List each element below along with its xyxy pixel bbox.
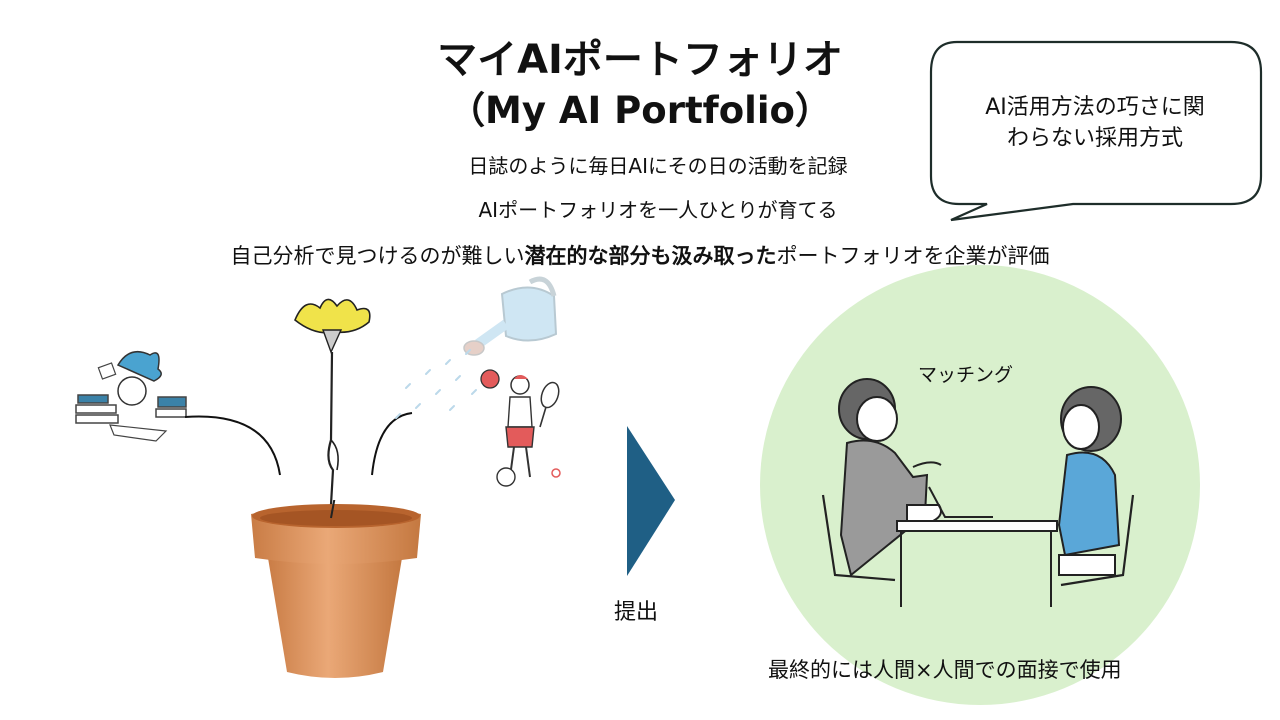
description-line-3: 自己分析で見つけるのが難しい潜在的な部分も汲み取ったポートフォリオを企業が評価 bbox=[0, 240, 1280, 270]
speech-bubble-line-1: AI活用方法の巧さに関 bbox=[985, 95, 1205, 120]
line3-prefix: 自己分析で見つけるのが難しい bbox=[230, 244, 525, 268]
watering-can-icon bbox=[463, 276, 558, 356]
flower-icon bbox=[294, 298, 371, 523]
studying-person-icon bbox=[75, 350, 187, 442]
arrow-right-icon bbox=[627, 426, 675, 576]
speech-bubble-line-2: わらない採用方式 bbox=[1006, 126, 1183, 151]
submit-label: 提出 bbox=[614, 600, 659, 625]
description-line-2: AIポートフォリオを一人ひとりが育てる bbox=[478, 198, 838, 222]
final-caption: 最終的には人間×人間での面接で使用 bbox=[768, 658, 1122, 682]
page-title: マイAIポートフォリオ bbox=[437, 37, 843, 83]
speech-bubble-shape bbox=[929, 40, 1263, 222]
matching-circle bbox=[760, 265, 1200, 705]
matching-label: マッチング bbox=[918, 364, 1014, 386]
sports-person-icon bbox=[480, 369, 561, 487]
line3-suffix: ポートフォリオを企業が評価 bbox=[776, 244, 1050, 268]
description-line-1: 日誌のように毎日AIにその日の活動を記録 bbox=[468, 154, 848, 178]
interview-scene-icon bbox=[821, 378, 1135, 607]
connector-curves bbox=[184, 412, 413, 476]
water-drops bbox=[395, 349, 477, 419]
line3-emphasis: 潜在的な部分も汲み取った bbox=[524, 244, 777, 268]
speech-bubble-text: AI活用方法の巧さに関 わらない採用方式 bbox=[940, 92, 1250, 154]
page-subtitle: （My AI Portfolio） bbox=[448, 89, 832, 132]
terracotta-pot-icon bbox=[251, 500, 421, 678]
